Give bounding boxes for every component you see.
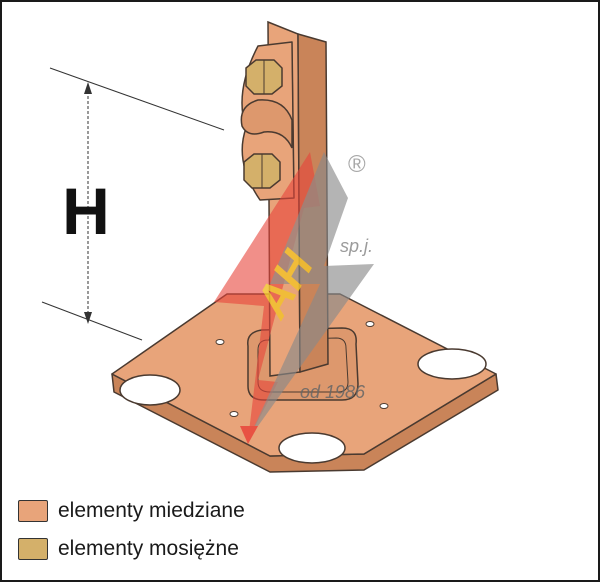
mounting-hole <box>119 374 181 406</box>
rivet-hole <box>379 403 389 409</box>
brass-bolt-upper <box>245 59 283 95</box>
base-plate <box>111 293 499 473</box>
dimension-arrow-top <box>84 82 92 94</box>
clamp <box>240 41 295 201</box>
clamp-saddle <box>240 99 293 149</box>
mounting-hole <box>417 348 487 380</box>
dimension-extension-top <box>49 67 225 131</box>
rivet-hole <box>365 321 375 327</box>
logo-bolt-gray <box>248 152 374 440</box>
logo-since: od 1986 <box>300 382 366 402</box>
logo-arrow-head <box>240 426 258 444</box>
dimension-arrow-bottom <box>84 312 92 324</box>
legend-swatch-copper <box>18 500 48 522</box>
dimension-h: H <box>41 67 225 341</box>
mounting-hole <box>278 432 346 464</box>
rivet-hole <box>215 339 225 345</box>
earthing-base-diagram: H <box>41 20 499 473</box>
legend-label-brass: elementy mosiężne <box>58 537 239 560</box>
legend-item-copper: elementy miedziane <box>18 494 245 528</box>
rivet-hole <box>229 411 239 417</box>
dimension-label: H <box>62 174 110 248</box>
legend-label-copper: elementy miedziane <box>58 499 245 522</box>
logo-suffix: sp.j. <box>340 236 373 256</box>
legend: elementy miedziane elementy mosiężne <box>18 494 245 570</box>
logo-registered-mark: ® <box>348 151 366 178</box>
dimension-extension-bottom <box>41 301 143 341</box>
brass-bolt-lower <box>243 153 281 189</box>
logo-bolt-red <box>214 152 320 440</box>
legend-item-brass: elementy mosiężne <box>18 532 245 566</box>
legend-swatch-brass <box>18 538 48 560</box>
clamp-edge <box>291 41 295 199</box>
